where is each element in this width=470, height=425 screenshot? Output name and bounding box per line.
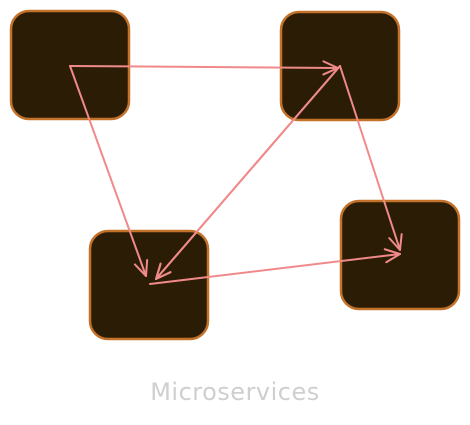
diagram-caption: Microservices bbox=[150, 378, 320, 406]
arrow-line bbox=[339, 65, 401, 251]
arrow-head bbox=[383, 248, 401, 264]
arrow-service-bottom-left-to-service-bottom-right bbox=[149, 248, 401, 285]
arrow-line bbox=[149, 253, 401, 285]
arrow-service-top-left-to-service-bottom-left bbox=[69, 65, 149, 277]
arrow-service-bottom-left-to-service-top-right bbox=[155, 65, 341, 280]
arrow-line bbox=[155, 65, 341, 280]
arrow-head bbox=[388, 233, 403, 251]
arrow-head bbox=[155, 262, 172, 280]
arrow-head bbox=[133, 259, 149, 277]
arrow-service-top-right-to-service-bottom-right bbox=[339, 65, 403, 251]
arrow-line bbox=[69, 65, 147, 277]
service-top-left-box bbox=[9, 9, 131, 121]
arrow-line bbox=[69, 65, 339, 69]
service-bottom-left-box bbox=[88, 229, 210, 341]
